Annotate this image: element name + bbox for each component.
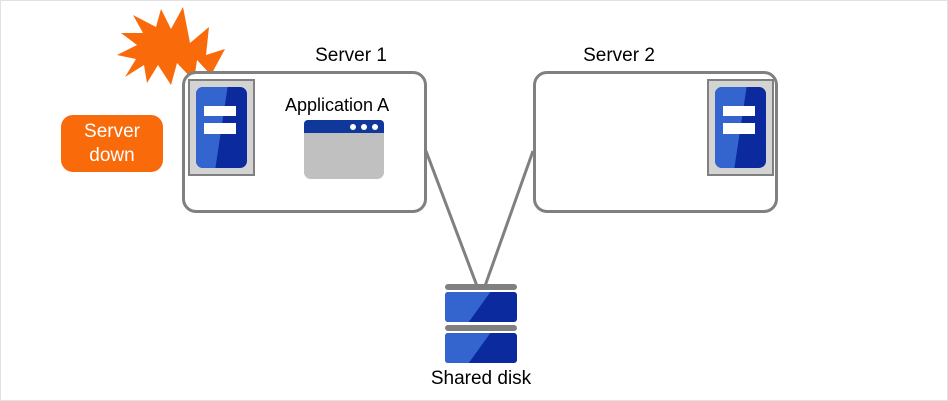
disk-cap-1 [445,284,517,290]
server-icon-body [715,87,766,168]
server-icon-bar-1 [204,105,236,117]
shared-disk-label: Shared disk [430,368,532,389]
server-down-line2: down [89,144,135,166]
disk-segment-1 [445,284,517,322]
disk-body-2 [445,333,517,363]
disk-body-1 [445,292,517,322]
app-window-dot-2 [361,123,367,130]
app-window-dot-1 [350,123,356,130]
disk-cap-2 [445,325,517,331]
server-icon-bar-2 [204,123,236,134]
disk-segment-2 [445,325,517,363]
server-down-badge: Server down [61,115,163,172]
explosion-burst-icon [117,7,225,85]
app-window-body [304,133,384,179]
server-2-server-icon [707,79,774,176]
app-window-titlebar [304,120,384,133]
server-2-label: Server 2 [583,45,655,66]
server-down-line1: Server [84,120,140,142]
burst-shape [117,7,225,85]
server-icon-bar-1 [723,105,755,117]
server-1-server-icon [188,79,255,176]
app-window-icon[interactable] [304,120,384,179]
server-icon-body [196,87,247,168]
application-a-title: Application A [285,95,390,115]
connector-server1-to-disk [424,150,479,287]
server-icon-bar-2 [723,123,755,134]
server-1-label: Server 1 [315,45,387,66]
disk-stack-icon[interactable] [445,284,517,363]
connector-server2-to-disk [483,150,535,287]
app-window-dot-3 [372,123,378,130]
